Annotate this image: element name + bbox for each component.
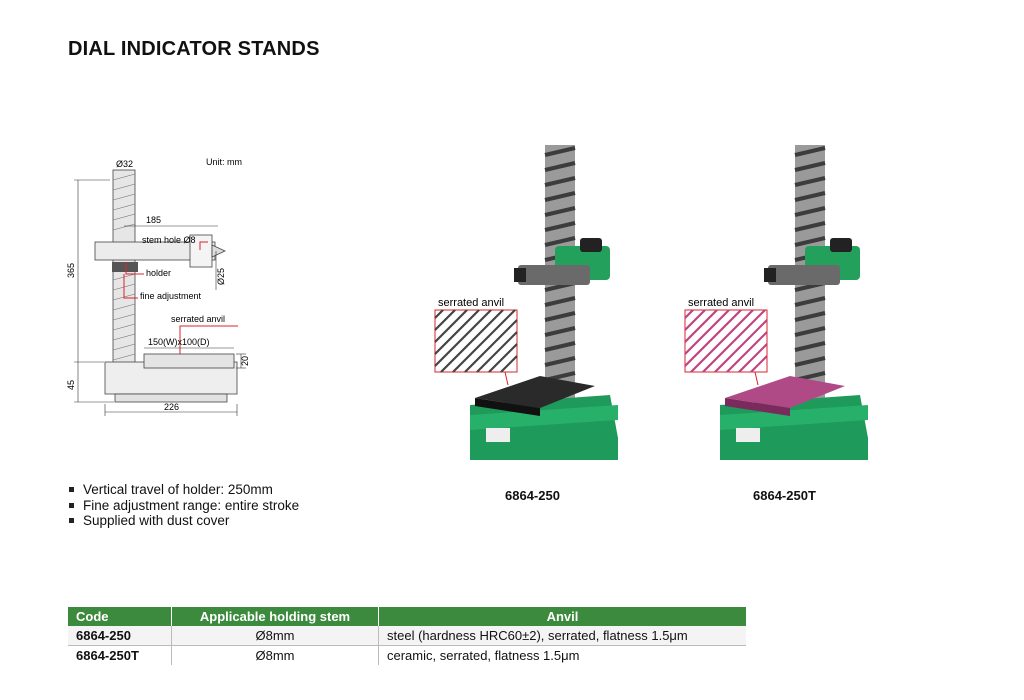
feature-item: Vertical travel of holder: 250mm xyxy=(68,482,299,498)
header-anvil: Anvil xyxy=(378,607,746,626)
table-row: 6864-250T Ø8mm ceramic, serrated, flatne… xyxy=(68,645,746,665)
cell-stem: Ø8mm xyxy=(171,645,379,665)
dimension-drawing: Ø32 Unit: mm 185 stem hole Ø8 holder Ø25… xyxy=(60,150,360,420)
product-photo-6864-250T: serrated anvil xyxy=(680,140,880,470)
dim-base-width: 226 xyxy=(164,402,179,412)
stem-hole-label: stem hole Ø8 xyxy=(142,235,196,245)
cell-anvil: ceramic, serrated, flatness 1.5μm xyxy=(378,645,746,665)
spec-table: Code Applicable holding stem Anvil 6864-… xyxy=(68,607,746,665)
cell-stem: Ø8mm xyxy=(171,626,379,646)
cell-anvil: steel (hardness HRC60±2), serrated, flat… xyxy=(378,626,746,646)
inset-label-2: serrated anvil xyxy=(688,297,754,309)
table-header-row: Code Applicable holding stem Anvil xyxy=(68,607,746,626)
model-label-6864-250T: 6864-250T xyxy=(753,488,816,503)
cell-code: 6864-250 xyxy=(68,626,172,646)
model-label-6864-250: 6864-250 xyxy=(505,488,560,503)
dim-base-height: 45 xyxy=(66,380,76,390)
unit-label: Unit: mm xyxy=(206,157,242,167)
serrated-anvil-label: serrated anvil xyxy=(171,314,225,324)
cell-code: 6864-250T xyxy=(68,645,172,665)
fine-adjustment-label: fine adjustment xyxy=(140,291,202,301)
header-holding-stem: Applicable holding stem xyxy=(171,607,379,626)
dim-arm: 185 xyxy=(146,215,161,225)
header-code: Code xyxy=(68,607,172,626)
product-photo-6864-250: serrated anvil xyxy=(430,140,630,470)
feature-list: Vertical travel of holder: 250mm Fine ad… xyxy=(68,482,299,529)
holder-label: holder xyxy=(146,268,171,278)
page-title: DIAL INDICATOR STANDS xyxy=(68,38,320,60)
dim-diameter: Ø32 xyxy=(116,159,133,169)
feature-item: Fine adjustment range: entire stroke xyxy=(68,498,299,514)
inset-label-1: serrated anvil xyxy=(438,297,504,309)
dim-anvil-height: 20 xyxy=(240,356,250,366)
dim-holder-dia: Ø25 xyxy=(216,268,226,285)
dim-height: 365 xyxy=(66,263,76,278)
feature-item: Supplied with dust cover xyxy=(68,513,299,529)
anvil-size-label: 150(W)x100(D) xyxy=(148,337,210,347)
table-row: 6864-250 Ø8mm steel (hardness HRC60±2), … xyxy=(68,626,746,646)
